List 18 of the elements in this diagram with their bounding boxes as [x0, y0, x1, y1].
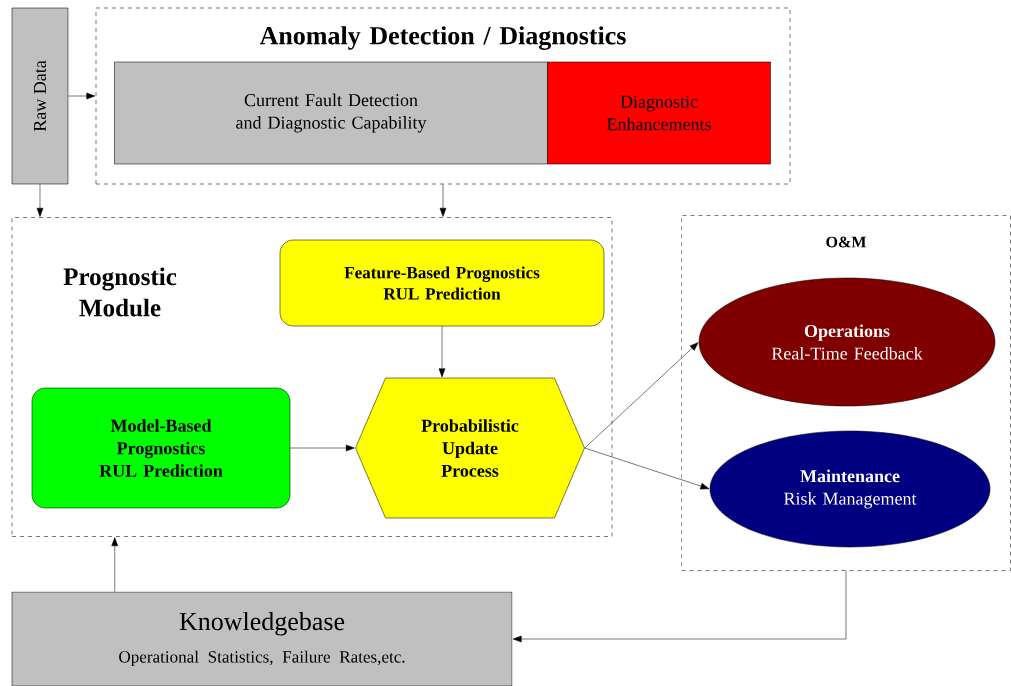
process-box: Model-Based Prognostics RUL Prediction: [31, 387, 291, 509]
process-box: Current Fault Detection and Diagnostic Capability: [114, 61, 548, 165]
process-box: Diagnostic Enhancements: [547, 61, 771, 165]
arrow: [512, 570, 847, 643]
arrow: [68, 92, 96, 100]
knowledge-box: Knowledgebase Operational Statistics, Failure Rates,etc.: [11, 591, 513, 686]
hexagon-box: Probabilistic Update Process: [355, 377, 585, 519]
arrow: [439, 184, 447, 217]
arrow: [36, 184, 44, 217]
arrow: [111, 537, 119, 592]
arrow: [438, 326, 446, 378]
input-box: Raw Data: [11, 7, 69, 185]
ellipse-node: Maintenance Risk Management: [709, 430, 991, 548]
arrow: [290, 444, 355, 452]
ellipse-node: Operations Real-Time Feedback: [698, 277, 996, 407]
arrow: [584, 342, 699, 449]
process-box: Feature-Based Prognostics RUL Prediction: [279, 239, 605, 327]
arrow: [584, 447, 710, 490]
